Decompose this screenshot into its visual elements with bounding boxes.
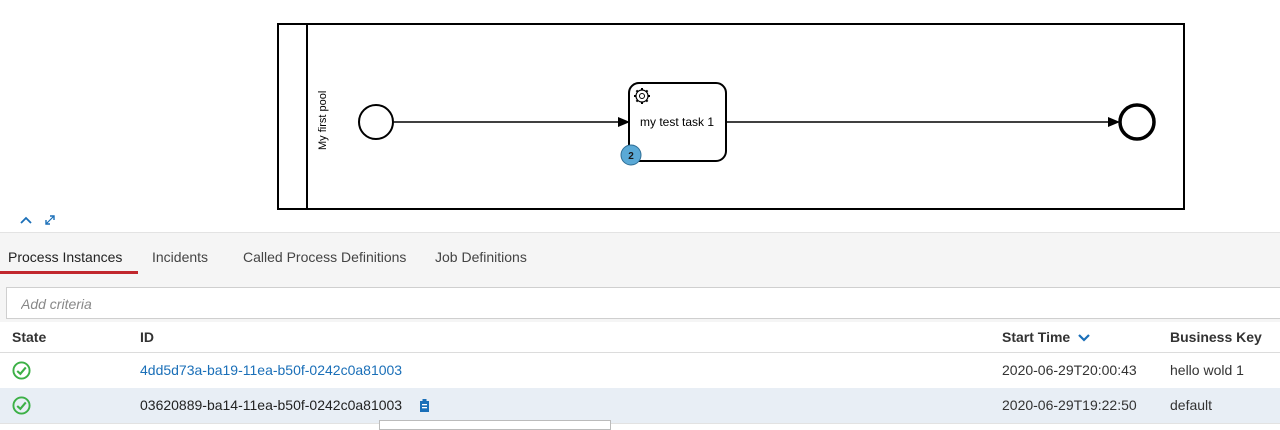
instance-count: 2 bbox=[628, 151, 634, 162]
start-event[interactable] bbox=[358, 104, 394, 140]
task-label: my test task 1 bbox=[640, 115, 714, 129]
collapse-icon[interactable] bbox=[18, 212, 34, 228]
clipboard-icon[interactable] bbox=[418, 398, 432, 413]
search-box[interactable] bbox=[6, 287, 1280, 320]
start-time-value: 2020-06-29T19:22:50 bbox=[1002, 397, 1137, 413]
tab-incidents[interactable]: Incidents bbox=[152, 249, 209, 265]
column-id[interactable]: ID bbox=[140, 329, 154, 345]
business-key-value: hello wold 1 bbox=[1170, 362, 1244, 378]
pool-label: My first pool bbox=[317, 91, 329, 150]
tab-job-definitions[interactable]: Job Definitions bbox=[435, 249, 527, 265]
tab-process-instances[interactable]: Process Instances bbox=[0, 233, 139, 279]
instance-count-badge[interactable] bbox=[620, 144, 642, 166]
column-start-time[interactable]: Start Time bbox=[1002, 322, 1090, 352]
column-start-time-label: Start Time bbox=[1002, 329, 1071, 345]
check-circle-icon bbox=[12, 396, 31, 415]
tabs-bar: Process Instances Incidents Called Proce… bbox=[0, 232, 1280, 280]
sort-desc-icon[interactable] bbox=[1078, 333, 1090, 343]
start-time-value: 2020-06-29T20:00:43 bbox=[1002, 362, 1137, 378]
maximize-icon[interactable] bbox=[42, 212, 58, 228]
search-bar bbox=[0, 279, 1280, 323]
gear-icon bbox=[634, 88, 650, 104]
bpmn-diagram: My first pool my test task 1 2 bbox=[277, 23, 1185, 210]
instance-id-text[interactable]: 03620889-ba14-11ea-b50f-0242c0a81003 bbox=[140, 397, 403, 413]
column-business-key[interactable]: Business Key bbox=[1170, 329, 1262, 345]
tab-called-process-definitions[interactable]: Called Process Definitions bbox=[243, 249, 407, 265]
tooltip-popup bbox=[379, 420, 611, 430]
table-header: State ID Start Time Business Key bbox=[0, 322, 1280, 353]
business-key-value: default bbox=[1170, 397, 1213, 413]
service-task[interactable] bbox=[628, 82, 727, 162]
table-row: 03620889-ba14-11ea-b50f-0242c0a81003 202… bbox=[0, 388, 1280, 424]
column-state[interactable]: State bbox=[12, 329, 47, 345]
instance-id-link[interactable]: 4dd5d73a-ba19-11ea-b50f-0242c0a81003 bbox=[140, 362, 403, 378]
check-circle-icon bbox=[12, 361, 31, 380]
bpmn-diagram-canvas[interactable]: My first pool my test task 1 2 bbox=[0, 0, 1280, 232]
end-event[interactable] bbox=[1118, 103, 1156, 141]
search-input[interactable] bbox=[19, 288, 923, 320]
pool-shape[interactable] bbox=[277, 23, 1185, 210]
table-row: 4dd5d73a-ba19-11ea-b50f-0242c0a81003 202… bbox=[0, 353, 1280, 389]
